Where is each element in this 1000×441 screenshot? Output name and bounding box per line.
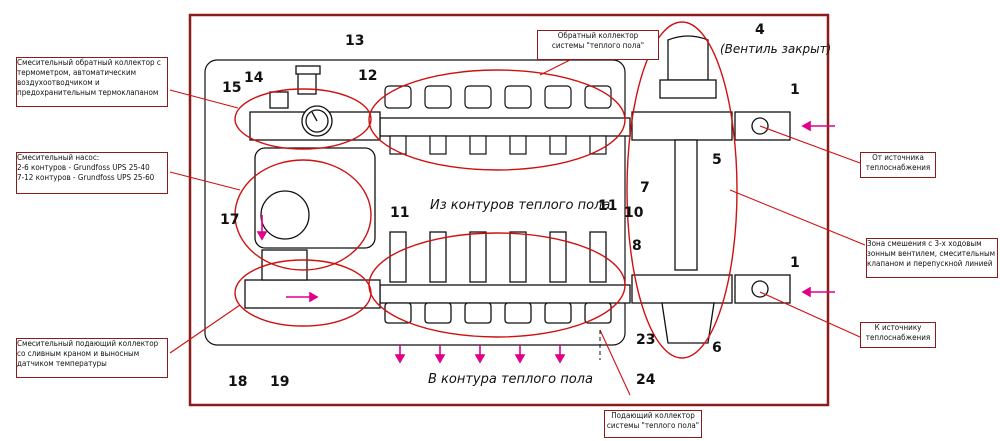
mixing-pump-label: Смесительный насос: 2-6 контуров - Grund…	[16, 152, 168, 194]
part-number-10: 10	[624, 205, 644, 221]
outer-frame	[188, 13, 830, 407]
label-line: Смесительный подающий коллектор	[17, 339, 159, 348]
to-loops-caption: В контура теплого пола	[428, 372, 593, 387]
mixing-valve	[631, 35, 791, 344]
mixing-return-collector-label: Смесительный обратный коллектор с термом…	[16, 57, 168, 107]
supply-mixing-collector-label: Смесительный подающий коллектор со сливн…	[16, 338, 168, 378]
mixing-zone-label: Зона смешения с 3-х ходовым зонным венти…	[866, 238, 998, 278]
part-number-14: 14	[244, 70, 264, 86]
part-number-23: 23	[636, 332, 656, 348]
part-number-13: 13	[345, 33, 365, 49]
label-line: 2-6 контуров - Grundfoss UPS 25-40	[17, 163, 150, 172]
valve-closed-caption: (Вентиль закрыт)	[720, 42, 832, 56]
label-line: К источнику	[874, 323, 922, 332]
label-line: От источника	[872, 153, 924, 162]
label-line: теплоснабжения	[865, 333, 931, 342]
part-number-18: 18	[228, 374, 248, 390]
from-loops-caption: Из контуров теплого пола	[430, 198, 611, 213]
label-line: датчиком температуры	[17, 359, 107, 368]
label-line: Зона смешения с 3-х ходовым	[867, 239, 982, 248]
label-line: Подающий коллектор	[611, 411, 695, 420]
part-number-5: 5	[712, 152, 722, 168]
label-line: зонным вентилем, смесительным	[867, 249, 996, 258]
to-heat-source-label: К источнику теплоснабжения	[860, 322, 936, 348]
part-number-17: 17	[220, 212, 240, 228]
label-line: предохранительным термоклапаном	[17, 88, 159, 97]
part-number-6: 6	[712, 340, 722, 356]
label-line: Смесительный насос:	[17, 153, 100, 162]
label-line: воздухоотводчиком и	[17, 78, 100, 87]
supply-collector-label: Подающий коллектор системы "теплого пола…	[604, 410, 702, 438]
part-number-1-top: 1	[790, 82, 800, 98]
part-number-1-bottom: 1	[790, 255, 800, 271]
pump	[254, 147, 376, 281]
mounting-plate	[204, 59, 626, 346]
zone-ellipses	[234, 21, 738, 359]
flow-arrows	[256, 120, 835, 364]
part-number-7: 7	[640, 180, 650, 196]
part-number-4: 4	[755, 22, 765, 38]
part-number-11-left: 11	[390, 205, 410, 221]
label-line: 7-12 контуров - Grundfoss UPS 25-60	[17, 173, 155, 182]
label-line: клапаном и перепускной линией	[867, 259, 993, 268]
label-line: Обратный коллектор	[557, 31, 639, 40]
label-line: теплоснабжения	[865, 163, 931, 172]
from-heat-source-label: От источника теплоснабжения	[860, 152, 936, 178]
part-number-11-right: 11	[598, 198, 618, 214]
label-line: Смесительный обратный коллектор с	[17, 58, 161, 67]
label-line: системы "теплого пола"	[606, 421, 700, 430]
part-number-19: 19	[270, 374, 290, 390]
label-line: со сливным краном и выносным	[17, 349, 140, 358]
label-line: термометром, автоматическим	[17, 68, 137, 77]
return-collector-label: Обратный коллектор системы "теплого пола…	[537, 30, 659, 60]
part-number-24: 24	[636, 372, 656, 388]
part-number-15: 15	[222, 80, 242, 96]
label-line: системы "теплого пола"	[551, 41, 645, 50]
return-caps	[384, 85, 612, 155]
part-number-8: 8	[632, 238, 642, 254]
return-collector	[249, 65, 631, 141]
part-number-12: 12	[358, 68, 378, 84]
leader-lines	[169, 54, 866, 396]
